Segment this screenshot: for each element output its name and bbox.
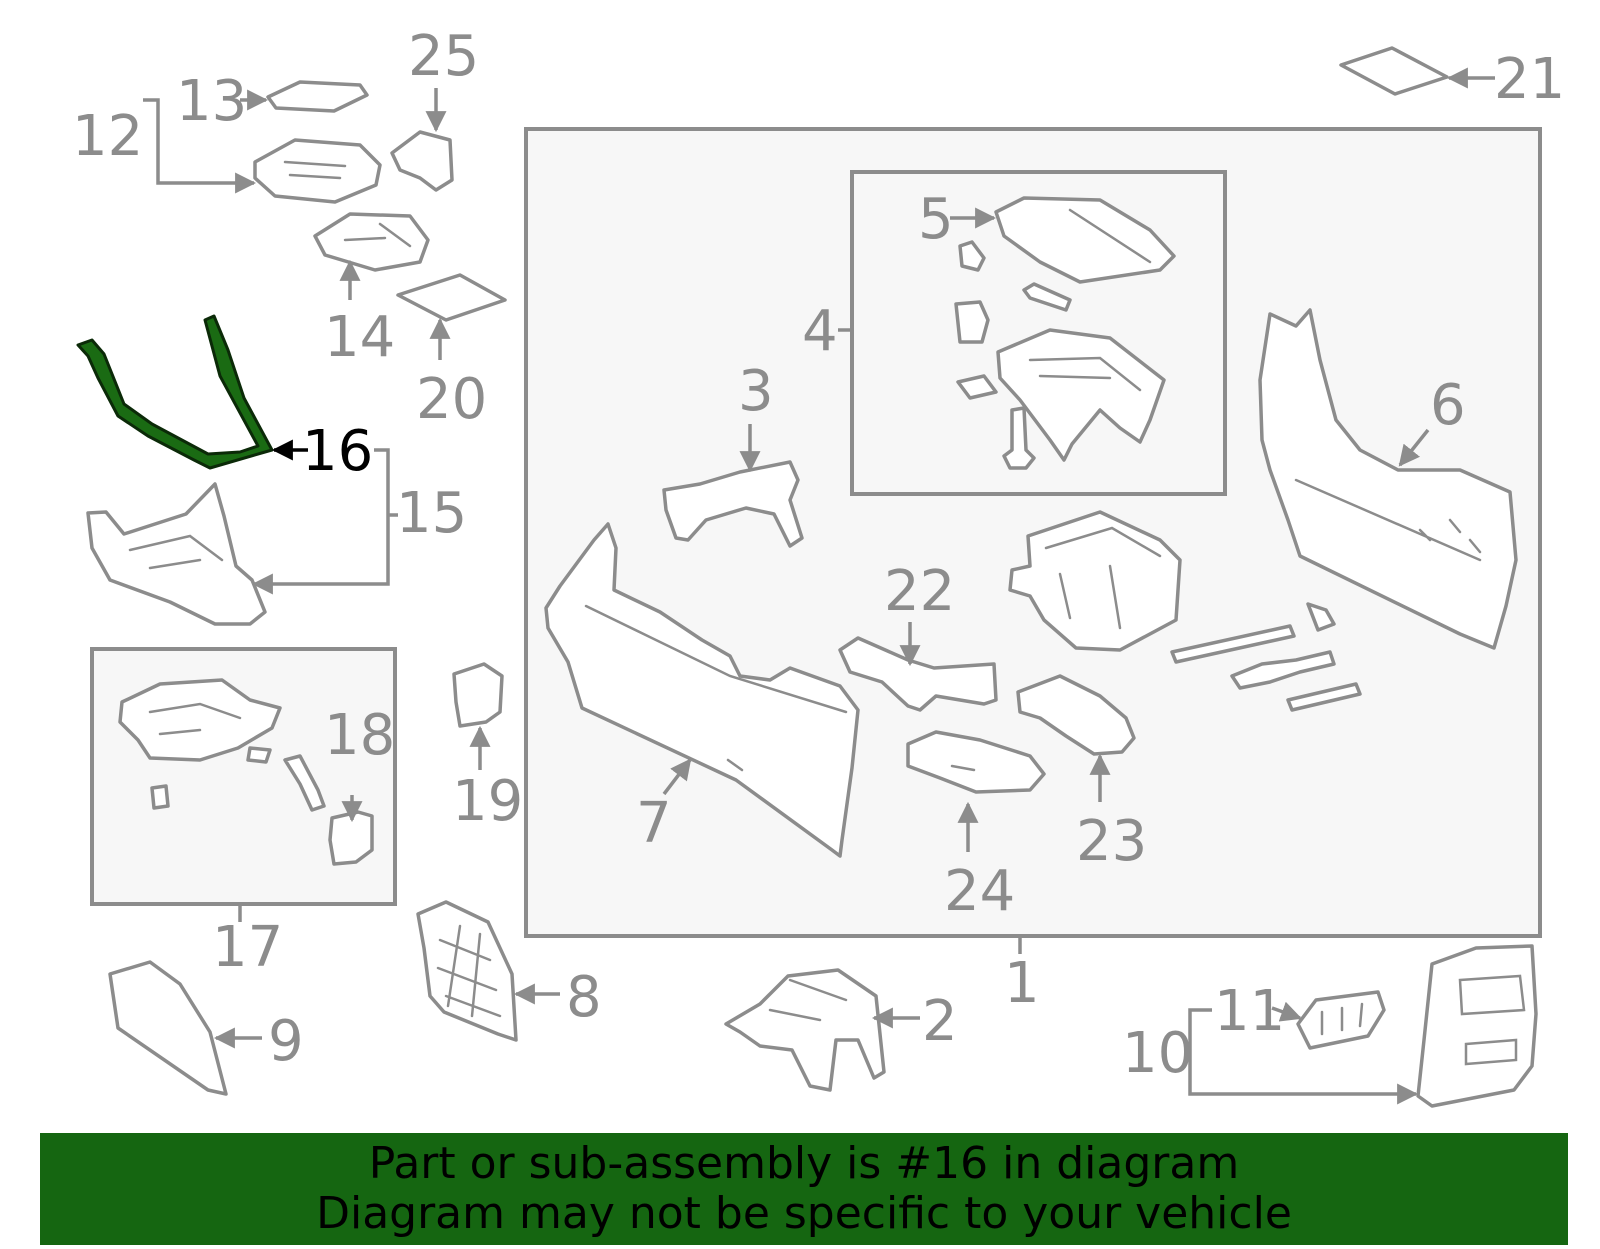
callout-14[interactable]: 14 [324, 305, 395, 370]
part-9-panel[interactable] [108, 960, 228, 1096]
part-24-bracket[interactable] [906, 730, 1046, 794]
callout-5[interactable]: 5 [918, 187, 954, 252]
callout-1[interactable]: 1 [1004, 951, 1040, 1016]
callout-8[interactable]: 8 [566, 965, 602, 1030]
banner-line-1: Part or sub-assembly is #16 in diagram [368, 1138, 1240, 1189]
info-banner: Part or sub-assembly is #16 in diagram D… [40, 1133, 1568, 1245]
part-4-latch[interactable] [956, 374, 998, 400]
callout-21[interactable]: 21 [1494, 47, 1565, 112]
part-1-rod[interactable] [1170, 624, 1296, 664]
part-7-console-panel[interactable] [544, 522, 860, 858]
callout-22[interactable]: 22 [884, 559, 955, 624]
part-4-bolt[interactable] [1002, 406, 1036, 470]
part-6-side-panel[interactable] [1258, 308, 1518, 650]
part-14-insert[interactable] [313, 212, 430, 272]
callout-24[interactable]: 24 [944, 859, 1015, 924]
callout-20[interactable]: 20 [416, 367, 487, 432]
part-1-bracket-b[interactable] [1286, 682, 1362, 712]
callout-2[interactable]: 2 [922, 989, 958, 1054]
part-17-small-clip[interactable] [150, 784, 170, 810]
callout-23[interactable]: 23 [1076, 809, 1147, 874]
callout-9[interactable]: 9 [268, 1009, 304, 1074]
callout-4[interactable]: 4 [802, 299, 838, 364]
part-16-garnish-highlighted[interactable] [76, 314, 274, 470]
callout-10[interactable]: 10 [1122, 1021, 1193, 1086]
callout-17[interactable]: 17 [212, 915, 283, 980]
part-17-spring[interactable] [246, 746, 272, 764]
callout-25[interactable]: 25 [408, 24, 479, 89]
part-17-link[interactable] [283, 754, 326, 812]
part-17-holder[interactable] [118, 678, 282, 762]
callout-16[interactable]: 16 [302, 419, 373, 484]
callout-18[interactable]: 18 [324, 703, 395, 768]
callout-13[interactable]: 13 [176, 69, 247, 134]
callout-3[interactable]: 3 [738, 359, 774, 424]
callout-6[interactable]: 6 [1430, 373, 1466, 438]
callout-12[interactable]: 12 [72, 104, 143, 169]
part-10-rear-panel[interactable] [1416, 944, 1538, 1108]
part-2-bracket[interactable] [724, 968, 886, 1092]
part-4-button[interactable] [958, 240, 986, 272]
part-19-connector[interactable] [452, 662, 504, 728]
part-13-lid[interactable] [266, 80, 369, 113]
part-1-bracket-a[interactable] [1230, 650, 1336, 690]
part-8-panel[interactable] [416, 900, 518, 1042]
part-15-bezel[interactable] [86, 482, 267, 626]
part-21-mat[interactable] [1339, 46, 1449, 96]
assembly-box-17 [90, 647, 397, 906]
callout-19[interactable]: 19 [452, 769, 523, 834]
part-4-clip[interactable] [954, 300, 990, 344]
banner-line-2: Diagram may not be specific to your vehi… [316, 1188, 1292, 1239]
callout-11[interactable]: 11 [1214, 979, 1285, 1044]
part-5-armrest-lid[interactable] [994, 196, 1176, 284]
part-4-rod[interactable] [1022, 282, 1072, 312]
part-12-tray[interactable] [253, 138, 382, 204]
part-20-mat[interactable] [396, 273, 507, 322]
part-25-bracket[interactable] [390, 130, 454, 192]
part-1-hook[interactable] [1306, 602, 1336, 632]
callout-7[interactable]: 7 [636, 791, 672, 856]
part-23-bracket[interactable] [1016, 674, 1136, 756]
callout-15[interactable]: 15 [396, 481, 467, 546]
